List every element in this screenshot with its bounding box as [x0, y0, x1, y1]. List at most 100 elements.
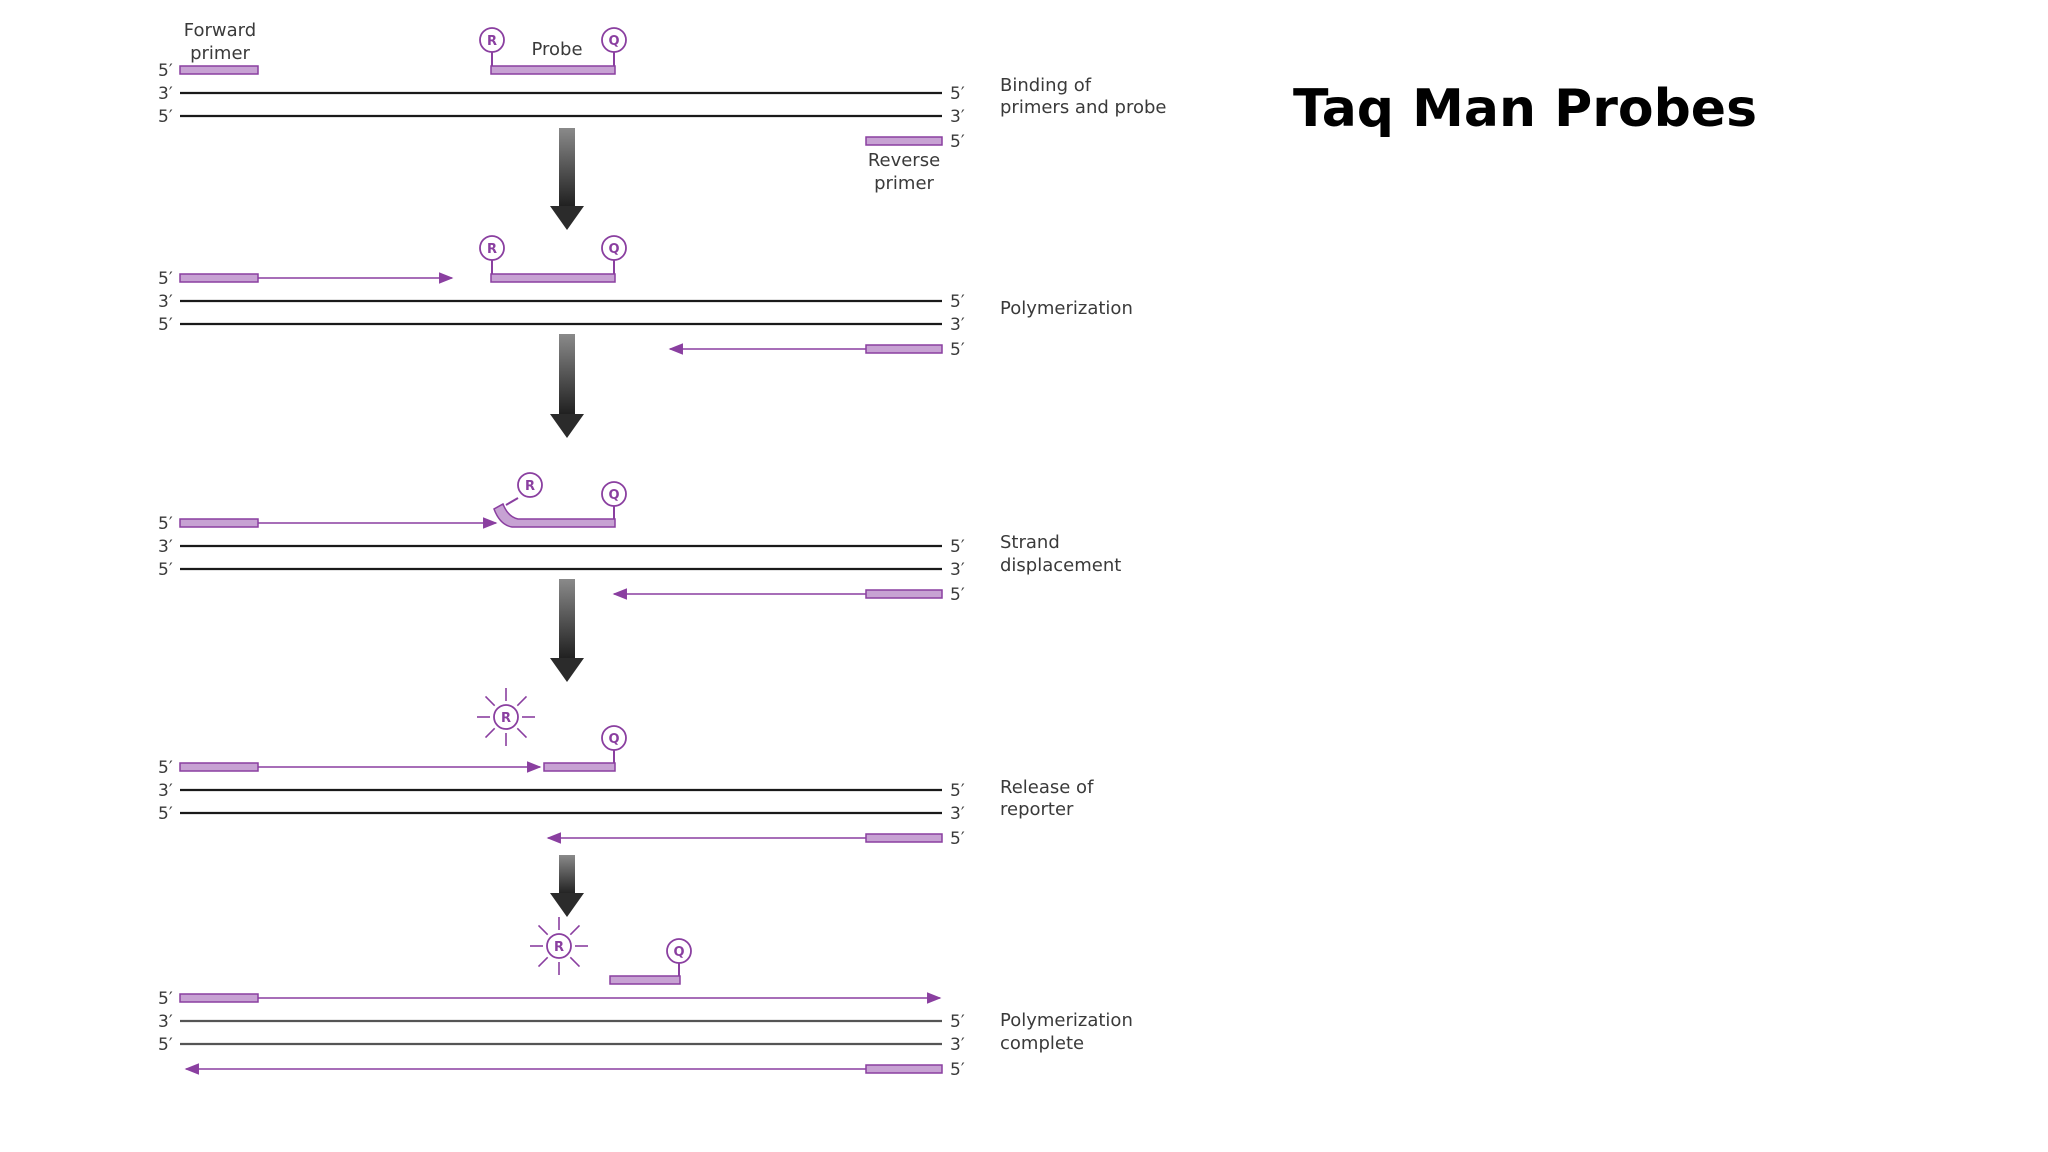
svg-text:reporter: reporter	[1000, 799, 1074, 820]
end-label-5prime: 5′	[158, 61, 173, 81]
quencher-dye	[666, 938, 692, 964]
svg-text:Polymerization: Polymerization	[1000, 1010, 1133, 1031]
forward-primer	[179, 518, 259, 528]
end-label-5prime: 5′	[158, 804, 173, 824]
burst-ray	[537, 956, 549, 968]
forward-primer	[179, 65, 259, 75]
step-5-caption: Polymerization complete	[1000, 1010, 1133, 1054]
svg-text:Binding of: Binding of	[1000, 75, 1092, 96]
reporter-dye-released	[493, 704, 519, 730]
end-label-5prime: 5′	[950, 1060, 965, 1080]
end-label-5prime: 5′	[158, 560, 173, 580]
step-2-caption: Polymerization	[1000, 298, 1133, 319]
end-label-5prime: 5′	[158, 758, 173, 778]
step-5: 5′3′5′5′3′5′QR	[158, 917, 965, 1080]
end-label-3prime: 3′	[950, 804, 965, 824]
step-3: 5′3′5′5′3′5′RQ	[158, 472, 965, 605]
step-1-caption: Binding of primers and probe	[1000, 75, 1166, 118]
quencher-dye	[601, 27, 627, 53]
forward-primer	[179, 273, 259, 283]
reporter-dye-letter: R	[525, 479, 535, 494]
step-4-caption: Release of reporter	[1000, 777, 1094, 820]
arrow-head	[550, 893, 584, 917]
probe-flap	[493, 502, 616, 528]
arrow-head	[550, 414, 584, 438]
reporter-dye-letter: R	[487, 34, 497, 49]
end-label-5prime: 5′	[950, 1012, 965, 1032]
reporter-dye	[517, 472, 543, 498]
end-label-3prime: 3′	[950, 315, 965, 335]
reverse-primer	[865, 344, 943, 354]
end-label-3prime: 3′	[158, 537, 173, 557]
reporter-dye-letter: R	[487, 242, 497, 257]
arrow-shaft	[559, 855, 575, 895]
probe-displaced: RQ	[493, 472, 627, 528]
reverse-primer	[865, 1064, 943, 1074]
end-label-5prime: 5′	[950, 340, 965, 360]
svg-text:Strand: Strand	[1000, 532, 1060, 553]
svg-text:primers and probe: primers and probe	[1000, 97, 1166, 118]
arrow-shaft	[559, 128, 575, 208]
probe-fragment	[609, 975, 681, 985]
reporter-dye-released-letter: R	[554, 940, 564, 955]
probe-oligo	[490, 65, 616, 75]
reporter-dye	[479, 235, 505, 261]
end-label-3prime: 3′	[158, 292, 173, 312]
quencher-dye-letter: Q	[608, 34, 619, 49]
svg-text:complete: complete	[1000, 1033, 1084, 1054]
forward-primer	[179, 993, 259, 1003]
quencher-dye	[601, 481, 627, 507]
quencher-dye-letter: Q	[673, 945, 684, 960]
forward-primer	[179, 762, 259, 772]
svg-text:Release of: Release of	[1000, 777, 1094, 798]
burst-ray	[569, 924, 581, 936]
forward-primer-label: Forward primer	[184, 20, 256, 64]
end-label-5prime: 5′	[950, 84, 965, 104]
end-label-5prime: 5′	[950, 537, 965, 557]
burst-ray	[516, 695, 528, 707]
quencher-dye-letter: Q	[608, 488, 619, 503]
reporter-stem	[505, 497, 519, 506]
reverse-primer	[865, 136, 943, 146]
end-label-3prime: 3′	[158, 781, 173, 801]
quencher-dye-letter: Q	[608, 242, 619, 257]
process-arrow-4	[550, 855, 584, 917]
end-label-5prime: 5′	[158, 989, 173, 1009]
reporter-dye-released-letter: R	[501, 711, 511, 726]
end-label-3prime: 3′	[950, 107, 965, 127]
process-arrow-2	[550, 334, 584, 438]
reverse-primer-label: Reverse primer	[868, 150, 940, 194]
reverse-primer	[865, 833, 943, 843]
end-label-5prime: 5′	[158, 1035, 173, 1055]
end-label-5prime: 5′	[158, 315, 173, 335]
reporter-dye-released	[546, 933, 572, 959]
arrow-head	[550, 658, 584, 682]
burst-ray	[516, 727, 528, 739]
svg-text:primer: primer	[190, 43, 250, 64]
page-title: Taq Man Probes	[1293, 79, 1757, 139]
end-label-5prime: 5′	[158, 269, 173, 289]
end-label-5prime: 5′	[950, 132, 965, 152]
probe-oligo	[490, 273, 616, 283]
quencher-dye-letter: Q	[608, 732, 619, 747]
end-label-5prime: 5′	[950, 829, 965, 849]
arrow-shaft	[559, 334, 575, 416]
quencher-dye	[601, 725, 627, 751]
burst-ray	[484, 695, 496, 707]
svg-text:Reverse: Reverse	[868, 150, 940, 171]
end-label-3prime: 3′	[158, 84, 173, 104]
svg-text:displacement: displacement	[1000, 555, 1121, 576]
probe-fragment	[543, 762, 616, 772]
end-label-3prime: 3′	[950, 1035, 965, 1055]
end-label-5prime: 5′	[950, 585, 965, 605]
burst-ray	[537, 924, 549, 936]
end-label-3prime: 3′	[950, 560, 965, 580]
reverse-primer	[865, 589, 943, 599]
svg-text:Polymerization: Polymerization	[1000, 298, 1133, 319]
end-label-5prime: 5′	[950, 781, 965, 801]
reporter-dye	[479, 27, 505, 53]
